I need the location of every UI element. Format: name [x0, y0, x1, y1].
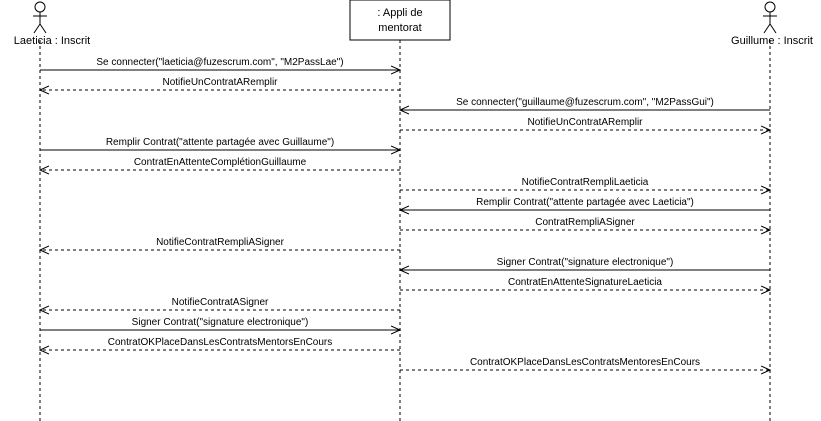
message: ContratEnAttenteSignatureLaeticia: [400, 277, 770, 290]
system-label-line2: mentorat: [378, 22, 421, 34]
message-label: ContratRempliASigner: [535, 217, 635, 228]
message: ContratRempliASigner: [400, 217, 770, 230]
message-label: ContratOKPlaceDansLesContratsMentorsEnCo…: [108, 337, 333, 348]
message-label: Signer Contrat("signature electronique"): [132, 317, 309, 328]
message: ContratEnAttenteComplétionGuillaume: [40, 157, 400, 170]
messages: Se connecter("laeticia@fuzescrum.com", "…: [40, 57, 770, 370]
message-label: Remplir Contrat("attente partagée avec L…: [476, 197, 694, 208]
message-label: Se connecter("guillaume@fuzescrum.com", …: [456, 97, 714, 108]
message: NotifieUnContratARemplir: [400, 117, 770, 130]
message: Remplir Contrat("attente partagée avec G…: [40, 137, 400, 150]
actor-head-icon: [34, 1, 46, 13]
message: Se connecter("laeticia@fuzescrum.com", "…: [40, 57, 400, 70]
actor-label-guillaume: Guillume : Inscrit: [731, 35, 813, 47]
message: NotifieUnContratARemplir: [40, 77, 400, 90]
message: NotifieContratRempliLaeticia: [400, 177, 770, 190]
system-box: : Appli de mentorat: [349, 0, 451, 41]
message-label: Signer Contrat("signature electronique"): [497, 257, 674, 268]
message-label: NotifieContratRempliLaeticia: [522, 177, 649, 188]
message: Signer Contrat("signature electronique"): [40, 317, 400, 330]
message-label: NotifieContratRempliASigner: [156, 237, 285, 248]
message-label: Se connecter("laeticia@fuzescrum.com", "…: [96, 57, 343, 68]
message-label: ContratEnAttenteComplétionGuillaume: [134, 157, 307, 168]
message: ContratOKPlaceDansLesContratsMentorsEnCo…: [40, 337, 400, 350]
actor-guillaume: Guillume : Inscrit: [731, 1, 813, 47]
message: NotifieContratASigner: [40, 297, 400, 310]
actor-laeticia: Laeticia : Inscrit: [14, 1, 90, 47]
message: NotifieContratRempliASigner: [40, 237, 400, 250]
message: Se connecter("guillaume@fuzescrum.com", …: [400, 97, 770, 110]
actor-head-icon: [764, 1, 776, 13]
actor-label-laeticia: Laeticia : Inscrit: [14, 35, 90, 47]
message-label: Remplir Contrat("attente partagée avec G…: [106, 137, 334, 148]
system-label-line1: : Appli de: [377, 7, 422, 19]
message-label: NotifieUnContratARemplir: [162, 77, 278, 88]
message: Remplir Contrat("attente partagée avec L…: [400, 197, 770, 210]
message-label: NotifieContratASigner: [172, 297, 269, 308]
message-label: NotifieUnContratARemplir: [527, 117, 643, 128]
message-label: ContratEnAttenteSignatureLaeticia: [508, 277, 662, 288]
message: Signer Contrat("signature electronique"): [400, 257, 770, 270]
message: ContratOKPlaceDansLesContratsMentoresEnC…: [400, 357, 770, 370]
message-label: ContratOKPlaceDansLesContratsMentoresEnC…: [470, 357, 700, 368]
